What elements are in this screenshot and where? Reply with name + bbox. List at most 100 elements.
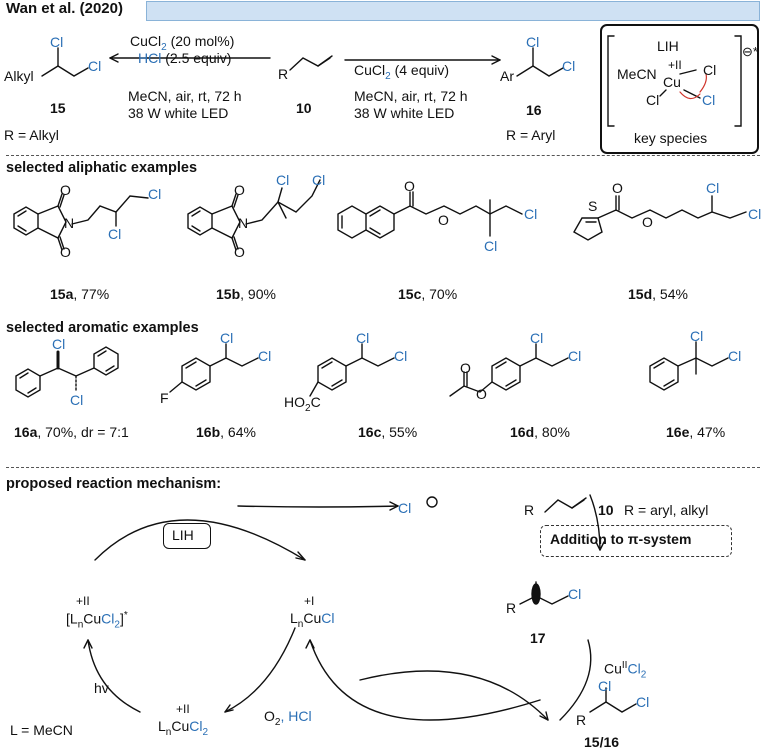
label-16c: 16c, 55% — [358, 424, 418, 440]
d-cl1: Cl — [706, 180, 720, 196]
mech-cuiicl2: CuIICl2 — [604, 660, 647, 681]
mech-ox2a: +II — [76, 594, 90, 608]
ar-c-cl2: Cl — [394, 348, 408, 364]
mech-17-cl: Cl — [568, 586, 582, 602]
mechanism-heading: proposed reaction mechanism: — [6, 476, 222, 492]
d-s: S — [588, 198, 598, 214]
left-cond-3: MeCN, air, rt, 72 h — [128, 88, 242, 104]
a-o1: O — [60, 182, 71, 198]
p16-cl1: Cl — [526, 34, 540, 50]
key-cl2: Cl — [646, 92, 660, 108]
mech-prod-label: 15/16 — [584, 734, 620, 750]
ar-d-o1: O — [460, 360, 471, 376]
divider-1 — [6, 155, 760, 156]
mech-sub-desc: R = aryl, alkyl — [624, 502, 709, 518]
c-cl1: Cl — [524, 206, 538, 222]
b-o2: O — [234, 244, 245, 260]
ar-d-cl2: Cl — [568, 348, 582, 364]
mech-17-r: R — [506, 600, 517, 616]
p15-cl1: Cl — [50, 34, 64, 50]
r-aryl: R = Aryl — [506, 127, 556, 143]
right-cond-3: MeCN, air, rt, 72 h — [354, 88, 468, 104]
label-15b: 15b, 90% — [216, 286, 276, 302]
p15-cl2: Cl — [88, 58, 102, 74]
b-cl1: Cl — [276, 172, 290, 188]
d-o2: O — [642, 214, 653, 230]
label-16a: 16a, 70%, dr = 7:1 — [14, 424, 129, 440]
r-10: R — [278, 66, 289, 82]
key-cl3: Cl — [702, 92, 716, 108]
c-cl2: Cl — [484, 238, 498, 254]
aliphatic-heading: selected aliphatic examples — [6, 160, 198, 176]
ar-b-f: F — [160, 390, 169, 406]
label-16b: 16b, 64% — [196, 424, 256, 440]
mech-ox1: +I — [304, 594, 315, 608]
a-cl1: Cl — [148, 186, 162, 202]
d-cl2: Cl — [748, 206, 762, 222]
b-n: N — [238, 215, 249, 231]
ar-e-cl2: Cl — [728, 348, 742, 364]
mech-sub-num: 10 — [598, 502, 614, 518]
num-10: 10 — [296, 100, 312, 116]
mech-o2-hcl: O2, HCl — [264, 708, 312, 728]
p16-num: 16 — [526, 102, 542, 118]
label-15d: 15d, 54% — [628, 286, 688, 302]
ar-c-cl1: Cl — [356, 330, 370, 346]
left-cond-4: 38 W white LED — [128, 105, 229, 121]
right-cond-1: CuCl2 (4 equiv) — [354, 62, 450, 82]
lih-box — [163, 523, 211, 549]
mech-lncucl: LnCuCl — [290, 610, 335, 630]
key-lih: LIH — [657, 38, 679, 54]
header-title: Wan et al. (2020) — [6, 0, 123, 17]
ar-a-cl2: Cl — [70, 392, 84, 408]
mech-prod-r: R — [576, 712, 587, 728]
ar-d-cl1: Cl — [530, 330, 544, 346]
mech-sub-r: R — [524, 502, 535, 518]
ar-d-o2: O — [476, 386, 487, 402]
ar-b-cl1: Cl — [220, 330, 234, 346]
aromatic-heading: selected aromatic examples — [6, 320, 199, 336]
left-cond-1: CuCl2 (20 mol%) — [130, 33, 235, 53]
ar-b-cl2: Cl — [258, 348, 272, 364]
a-o2: O — [60, 244, 71, 260]
p16-cl2: Cl — [562, 58, 576, 74]
ar-label: Ar — [500, 68, 514, 84]
key-ox: +II — [668, 58, 682, 72]
b-cl2: Cl — [312, 172, 326, 188]
right-cond-4: 38 W white LED — [354, 105, 455, 121]
key-species-box — [600, 24, 759, 154]
header-bar — [146, 1, 760, 21]
mech-lncucl2: LnCuCl2 — [158, 718, 209, 738]
mech-17-num: 17 — [530, 630, 546, 646]
mech-prod-cl2: Cl — [636, 694, 650, 710]
divider-2 — [6, 467, 760, 468]
r-alkyl: R = Alkyl — [4, 127, 59, 143]
label-15c: 15c, 70% — [398, 286, 458, 302]
key-charge: ⊖* — [742, 44, 758, 59]
mech-l-mecn: L = MeCN — [10, 722, 73, 738]
d-o1: O — [612, 180, 623, 196]
a-cl2: Cl — [108, 226, 122, 242]
label-15a: 15a, 77% — [50, 286, 110, 302]
alkyl-label: Alkyl — [4, 68, 34, 84]
label-16e: 16e, 47% — [666, 424, 726, 440]
ar-e-cl1: Cl — [690, 328, 704, 344]
b-o1: O — [234, 182, 245, 198]
mech-lncucl2-star: [LnCuCl2]* — [66, 610, 128, 631]
a-n: N — [64, 215, 75, 231]
mech-hv: hv — [94, 680, 109, 696]
key-cu: Cu — [663, 74, 681, 90]
addition-box — [540, 525, 732, 557]
c-o2: O — [438, 212, 449, 228]
mech-addition: Addition to π-system — [550, 531, 692, 547]
c-o1: O — [404, 178, 415, 194]
mech-ox2b: +II — [176, 702, 190, 716]
mech-lih: LIH — [172, 527, 194, 543]
mech-radical-cl: Cl — [398, 500, 412, 516]
p15-num: 15 — [50, 100, 66, 116]
left-cond-2: HCl (2.5 equiv) — [138, 50, 232, 66]
label-16d: 16d, 80% — [510, 424, 570, 440]
mech-prod-cl1: Cl — [598, 678, 612, 694]
key-cl1: Cl — [703, 62, 717, 78]
